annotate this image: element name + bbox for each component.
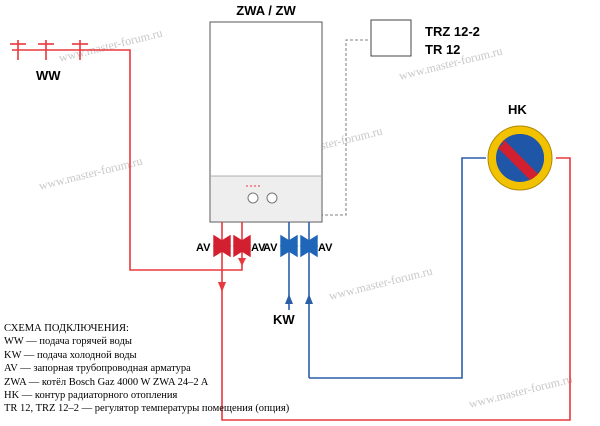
boiler-knob-left [247, 192, 259, 204]
legend-line-ww: WW — подача горячей воды [4, 336, 132, 348]
heating-circuit-symbol [487, 125, 553, 191]
heating-circuit-label: HK [508, 102, 527, 117]
watermark-3: www.master-forum.ru [37, 154, 144, 193]
boiler-label: ZWA / ZW [236, 3, 296, 18]
legend-line-zwa: ZWA — котёл Bosch Gaz 4000 W ZWA 24–2 A [4, 376, 209, 388]
legend-title: СХЕМА ПОДКЛЮЧЕНИЯ: [4, 323, 129, 334]
valve-label-2: AV [251, 242, 266, 254]
valve-label-1: AV [196, 242, 211, 254]
cold-arrows [285, 294, 313, 304]
hot-water-label: WW [36, 68, 61, 83]
watermark-1: www.master-forum.ru [57, 26, 164, 65]
watermark-5: www.master-forum.ru [327, 264, 434, 303]
valve-label-3: AV [263, 242, 278, 254]
regulator-label-line2: TR 12 [425, 42, 460, 57]
regulator-cable [320, 39, 370, 216]
watermark-6: www.master-forum.ru [467, 372, 574, 411]
boiler-control-panel [211, 176, 321, 221]
valve-label-4: AV [318, 242, 333, 254]
valve-hot-2 [232, 234, 252, 258]
legend-line-av: AV — запорная трубопроводная арматура [4, 363, 191, 375]
valve-cold-2 [299, 234, 319, 258]
legend-line-kw: KW — подача холодной воды [4, 349, 137, 361]
legend: СХЕМА ПОДКЛЮЧЕНИЯ: WW — подача горячей в… [4, 322, 289, 416]
regulator-label-line1: TRZ 12-2 [425, 24, 480, 39]
hot-arrows [218, 258, 246, 292]
legend-line-tr: TR 12, TRZ 12–2 — регулятор температуры … [4, 403, 290, 415]
valve-hot-1 [212, 234, 232, 258]
room-regulator [370, 19, 412, 57]
boiler [209, 21, 323, 232]
boiler-knob-right [266, 192, 278, 204]
cold-water-label: KW [273, 312, 295, 327]
valve-cold-1 [279, 234, 299, 258]
legend-line-hk: HK — контур радиаторного отопления [4, 390, 178, 402]
